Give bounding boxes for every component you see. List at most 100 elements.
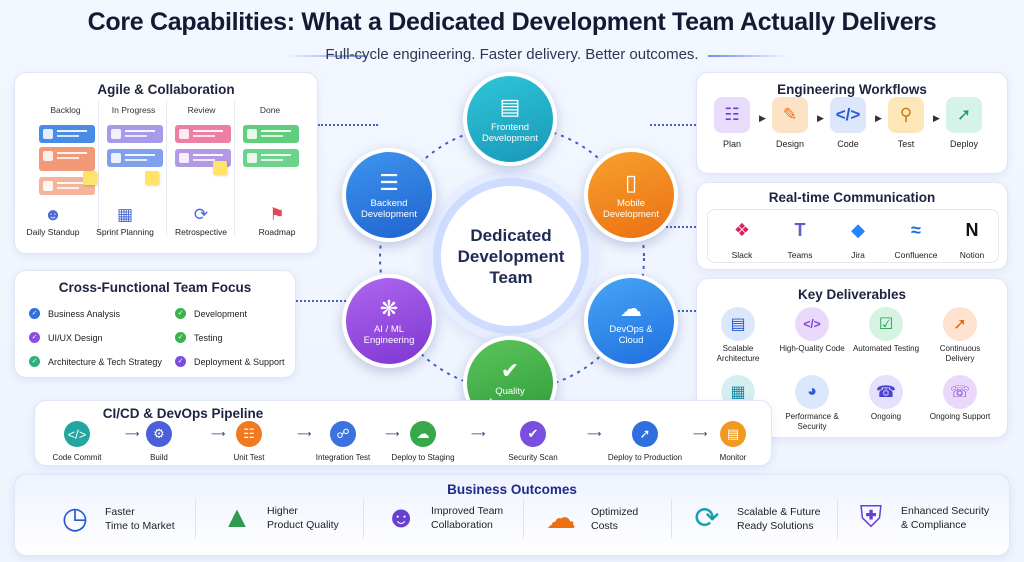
pipeline-panel: CI/CD & DevOps Pipeline </>Code Commit ⟶… (34, 400, 772, 466)
divider (837, 499, 838, 539)
deliverables-panel: Key Deliverables ▤Scalable Architecture … (696, 278, 1008, 438)
arrow-icon: ⟶ (587, 429, 602, 440)
ceremony-roadmap[interactable]: ⚑ Roadmap (241, 205, 313, 237)
code-icon: </> (830, 97, 866, 133)
deliverable-item: ◕Performance & Security (777, 375, 847, 432)
browser-icon: ▤ (499, 94, 521, 119)
page-title: Core Capabilities: What a Dedicated Deve… (87, 8, 937, 36)
deliverable-item: ☎Ongoing (851, 375, 921, 422)
arrow-icon: ▶ (875, 113, 882, 123)
shield-icon: ✔ (520, 421, 546, 447)
workflows-panel: Engineering Workflows ☷Plan ▶ ✎Design ▶ … (696, 72, 1008, 174)
calendar-icon: ▦ (116, 205, 134, 224)
arrow-icon: ⟶ (211, 429, 226, 440)
workflow-step-design[interactable]: ✎Design (765, 97, 815, 149)
arrow-icon: ⟶ (125, 429, 140, 440)
ceremony-label: Sprint Planning (96, 227, 154, 237)
workflow-step-plan[interactable]: ☷Plan (707, 97, 757, 149)
divider (195, 499, 196, 539)
team-icon: ☻ (385, 501, 417, 534)
ceremony-label: Retrospective (175, 227, 227, 237)
tool-jira[interactable]: ◆Jira (826, 220, 890, 260)
node-mobile[interactable]: ▯ Mobile Development (584, 148, 678, 242)
focus-item: ✓Development (175, 308, 247, 319)
pipeline-step[interactable]: ⚙Build (117, 421, 201, 462)
support-icon: ☏ (943, 375, 977, 409)
agile-panel: Agile & Collaboration Backlog In Progres… (14, 72, 318, 254)
workflow-step-deploy[interactable]: ➚Deploy (939, 97, 989, 149)
orbit-ring (379, 125, 645, 391)
workflow-step-test[interactable]: ⚲Test (881, 97, 931, 149)
pipeline-step[interactable]: ✔Security Scan (491, 421, 575, 462)
pipeline-step[interactable]: ➚Deploy to Production (603, 421, 687, 462)
page-subtitle: Full-cycle engineering. Faster delivery.… (325, 46, 699, 63)
pipeline-step[interactable]: </>Code Commit (35, 421, 119, 462)
arrow-icon: ▶ (817, 113, 824, 123)
kanban-card[interactable] (107, 149, 163, 167)
arrow-icon: ⟶ (385, 429, 400, 440)
pipeline-step[interactable]: ▤Monitor (691, 421, 775, 462)
kanban-card[interactable] (175, 125, 231, 143)
kanban-card[interactable] (39, 125, 95, 143)
node-frontend[interactable]: ▤ Frontend Development (463, 72, 557, 166)
focus-item: ✓UI/UX Design (29, 332, 103, 343)
bar-chart-icon: ▲ (222, 501, 252, 534)
ceremony-retrospective[interactable]: ⟳ Retrospective (165, 205, 237, 237)
phone-icon: ▯ (624, 170, 638, 195)
center-hub[interactable]: Dedicated Development Team (433, 178, 589, 334)
node-ai-ml[interactable]: ❋ AI / ML Engineering (342, 274, 436, 368)
focus-item: ✓Deployment & Support (175, 356, 285, 367)
connector-deliverables (662, 310, 696, 312)
kanban-column: Backlog (33, 101, 99, 235)
kanban-card[interactable] (39, 147, 95, 171)
checklist-icon: ☑ (869, 307, 903, 341)
node-label: DevOps & Cloud (609, 324, 653, 346)
kanban-column-header: Review (187, 105, 216, 115)
workflow-step-code[interactable]: </>Code (823, 97, 873, 149)
node-backend[interactable]: ☰ Backend Development (342, 148, 436, 242)
tool-slack[interactable]: ❖Slack (710, 220, 774, 260)
slack-icon: ❖ (733, 220, 751, 240)
node-devops[interactable]: ☁ DevOps & Cloud (584, 274, 678, 368)
pencil-icon: ✎ (772, 97, 808, 133)
cycle-icon: ⟳ (193, 205, 209, 224)
code-icon: </> (64, 421, 90, 447)
node-label: Frontend Development (482, 122, 538, 144)
pipeline-step[interactable]: ☷Unit Test (207, 421, 291, 462)
outcome-item: ⛨Enhanced Security& Compliance (851, 501, 1001, 535)
kanban-card[interactable] (243, 125, 299, 143)
ceremony-sprint-planning[interactable]: ▦ Sprint Planning (89, 205, 161, 237)
headset-icon: ☎ (869, 375, 903, 409)
kanban-card[interactable] (243, 149, 299, 167)
divider (523, 499, 524, 539)
kanban-card[interactable] (107, 125, 163, 143)
pipeline-step[interactable]: ☁Deploy to Staging (381, 421, 465, 462)
ceremony-daily-standup[interactable]: ☻ Daily Standup (17, 205, 89, 237)
center-label: Dedicated Development Team (457, 225, 565, 287)
kanban-column: In Progress (101, 101, 167, 235)
node-label: Backend Development (361, 198, 417, 220)
node-label: Mobile Development (603, 198, 659, 220)
server-icon: ☰ (379, 170, 399, 195)
clipboard-icon: ☷ (236, 421, 262, 447)
kanban-column: Review (169, 101, 235, 235)
kanban-column-header: Done (259, 105, 281, 115)
subtitle-divider-right (708, 55, 788, 57)
pipeline-step[interactable]: ☍Integration Test (301, 421, 385, 462)
subtitle-divider-left (286, 55, 366, 57)
magnifier-bug-icon: ⚲ (888, 97, 924, 133)
rocket-icon: ➚ (943, 307, 977, 341)
tool-confluence[interactable]: ≈Confluence (884, 220, 948, 260)
check-icon: ✓ (29, 356, 40, 367)
monitor-icon: ▤ (720, 421, 746, 447)
kanban-card[interactable] (39, 177, 95, 195)
check-icon: ✓ (29, 308, 40, 319)
notion-icon: N (965, 220, 979, 240)
workflows-title: Engineering Workflows (777, 82, 927, 97)
communication-title: Real-time Communication (768, 190, 936, 205)
